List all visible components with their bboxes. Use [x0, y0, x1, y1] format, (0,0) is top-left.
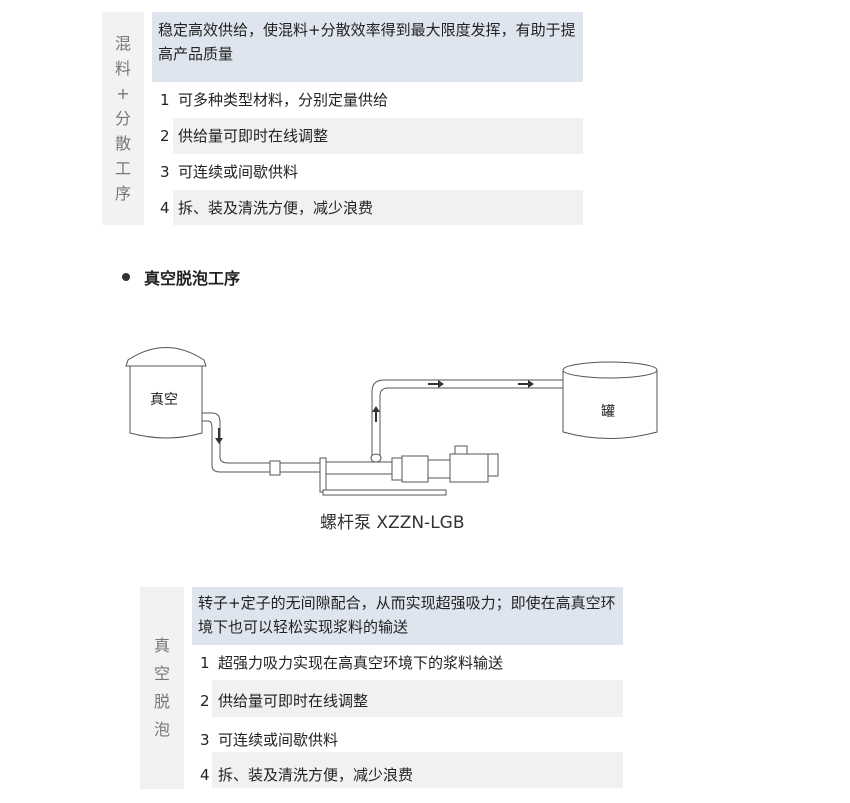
section-label-vacuum: 真 空 脱 泡	[140, 587, 184, 789]
list-item-content: 4 拆、装及清洗方便，减少浪费	[192, 757, 623, 793]
diagram-caption: 螺杆泵 XZZN-LGB	[320, 513, 465, 533]
item-number: 3	[160, 163, 170, 181]
bullet-icon	[122, 273, 130, 281]
tank-left-label: 真空	[150, 392, 178, 408]
item-text: 供给量可即时在线调整	[218, 692, 369, 710]
label-char: 分	[114, 109, 131, 128]
item-text: 可多种类型材料，分别定量供给	[178, 91, 389, 109]
list-item: 3 可连续或间歇供料	[192, 722, 623, 758]
list-item-content: 4 拆、装及清洗方便，减少浪费	[152, 190, 583, 226]
item-text: 供给量可即时在线调整	[178, 127, 329, 145]
item-number: 4	[160, 199, 170, 217]
receiving-tank	[562, 361, 658, 439]
screw-pump	[319, 445, 499, 496]
item-text: 可连续或间歇供料	[218, 731, 339, 749]
list-item	[173, 118, 583, 154]
list-item	[212, 752, 623, 788]
item-text: 拆、装及清洗方便，减少浪费	[178, 199, 374, 217]
pump-process-diagram: 真空 罐	[125, 347, 658, 496]
label-char: 料	[114, 59, 131, 78]
item-number: 1	[160, 91, 170, 109]
section2-header: 转子+定子的无间隙配合，从而实现超强吸力；即使在高真空环境下也可以轻松实现浆料的…	[192, 587, 623, 645]
label-char: 序	[114, 184, 131, 203]
item-text: 可连续或间歇供料	[178, 163, 299, 181]
flow-arrow-icons	[215, 380, 534, 444]
list-item-content: 2 供给量可即时在线调整	[152, 118, 583, 154]
item-text: 超强力吸力实现在高真空环境下的浆料输送	[218, 654, 504, 672]
section-heading: 真空脱泡工序	[122, 265, 240, 289]
list-item-content: 2 供给量可即时在线调整	[192, 683, 623, 719]
list-item	[173, 190, 583, 225]
label-char: 工	[114, 159, 131, 178]
label-char: +	[116, 84, 130, 103]
section1-header: 稳定高效供给，使混料+分散效率得到最大限度发挥，有助于提高产品质量	[152, 12, 583, 82]
item-number: 2	[160, 127, 170, 145]
label-char: 混	[114, 34, 131, 53]
list-item: 1 超强力吸力实现在高真空环境下的浆料输送	[192, 645, 623, 681]
label-char: 脱	[153, 692, 170, 711]
tank-right-label: 罐	[601, 404, 615, 420]
list-item: 1 可多种类型材料，分别定量供给	[152, 82, 583, 118]
item-number: 4	[200, 766, 210, 784]
label-char: 空	[153, 664, 170, 683]
label-char: 泡	[153, 720, 170, 739]
section-label-mixing: 混 料 + 分 散 工 序	[102, 12, 144, 225]
label-char: 散	[114, 134, 131, 153]
item-number: 2	[200, 692, 210, 710]
list-item	[212, 680, 623, 717]
label-char: 真	[153, 636, 170, 655]
item-number: 1	[200, 654, 210, 672]
pipe	[202, 379, 563, 476]
heading-text: 真空脱泡工序	[144, 269, 241, 288]
list-item: 3 可连续或间歇供料	[152, 154, 583, 190]
item-text: 拆、装及清洗方便，减少浪费	[218, 766, 414, 784]
vacuum-tank	[125, 347, 207, 439]
item-number: 3	[200, 731, 210, 749]
